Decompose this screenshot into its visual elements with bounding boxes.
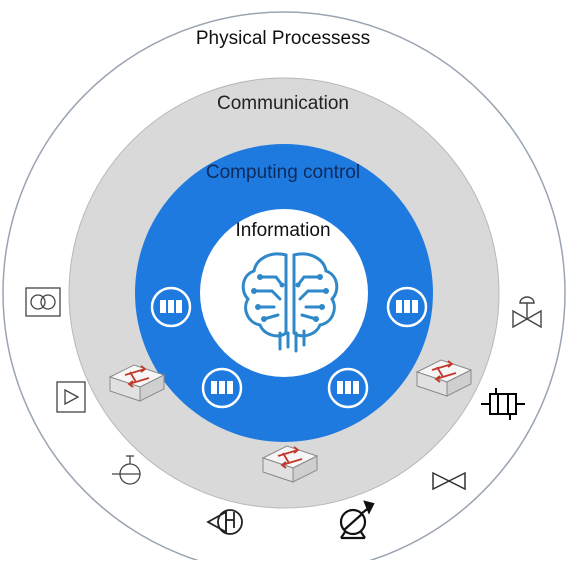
flow-meter-icon xyxy=(206,509,243,535)
network-switch-bottom xyxy=(261,445,319,483)
computing-control-label: Computing control xyxy=(205,162,361,183)
information-core xyxy=(200,209,368,377)
valve-icon xyxy=(432,471,466,491)
sensor-icon xyxy=(112,455,141,485)
network-switch-left xyxy=(108,364,166,402)
controller-left xyxy=(150,286,192,328)
pump-icon xyxy=(339,500,375,540)
communication-label: Communication xyxy=(217,93,349,114)
controller-lower-left xyxy=(201,367,243,409)
infinity-box-icon xyxy=(25,287,61,317)
controller-lower-right xyxy=(327,367,369,409)
information-label: Information xyxy=(235,220,331,241)
physical-processes-label: Physical Processess xyxy=(195,28,371,49)
heat-exchanger-icon xyxy=(481,388,525,420)
triangle-box-icon xyxy=(56,381,86,413)
controller-right xyxy=(386,286,428,328)
actuated-valve-icon xyxy=(512,296,542,329)
network-switch-right xyxy=(415,359,473,397)
brain-circuit-icon xyxy=(241,252,339,353)
